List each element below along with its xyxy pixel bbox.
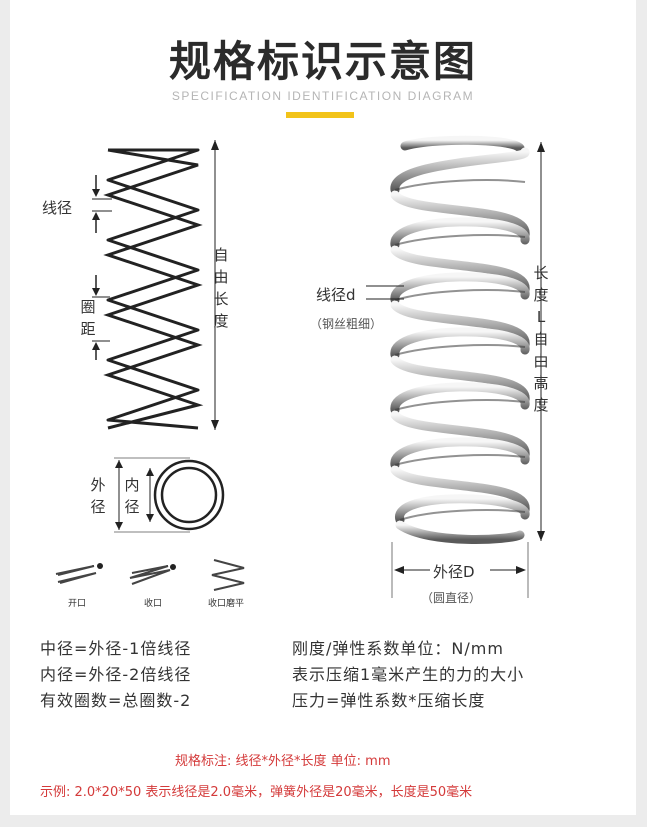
zigzag-spring [92, 140, 219, 430]
end-type-icons [55, 559, 245, 591]
formula-stiffness-meaning: 表示压缩1毫米产生的力的大小 [292, 665, 525, 684]
spec-page: 规格标识示意图 SPECIFICATION IDENTIFICATION DIA… [10, 0, 636, 815]
example-note: 示例: 2.0*20*50 表示线径是2.0毫米，弹簧外径是20毫米，长度是50… [40, 785, 473, 800]
formula-pressure: 压力=弹性系数*压缩长度 [292, 691, 486, 710]
formula-mid-diameter: 中径=外径-1倍线径 [40, 639, 192, 658]
spec-note: 规格标注: 线径*外径*长度 单位: mm [175, 754, 391, 769]
outer-label-right: 外径D [433, 563, 475, 581]
outer-note: （圆直径） [421, 591, 482, 605]
wire-label-right: 线径d [316, 286, 356, 304]
end-closed-label: 收口 [144, 599, 163, 609]
accent-bar [286, 112, 354, 118]
page-subtitle: SPECIFICATION IDENTIFICATION DIAGRAM [171, 89, 475, 103]
wire-label-left: 线径 [42, 199, 73, 217]
outer-label-left: 外径 [90, 476, 106, 516]
formulas-left: 中径=外径-1倍线径 内径=外径-2倍线径 有效圈数=总圈数-2 [40, 636, 191, 714]
formula-effective-coils: 有效圈数=总圈数-2 [40, 691, 192, 710]
ring-section [114, 457, 225, 533]
spring-photo [366, 135, 545, 598]
page-title: 规格标识示意图 [168, 37, 477, 86]
formulas-right: 刚度/弹性系数单位：N/mm 表示压缩1毫米产生的力的大小 压力=弹性系数*压缩… [292, 636, 524, 714]
free-length-label: 自由长度 [213, 246, 229, 330]
inner-label-left: 内径 [124, 476, 140, 516]
formula-inner-diameter: 内径=外径-2倍线径 [40, 665, 192, 684]
end-ground-label: 收口磨平 [208, 599, 245, 609]
end-open-label: 开口 [68, 599, 87, 609]
wire-note: （钢丝粗细） [310, 317, 383, 331]
formula-stiffness-unit: 刚度/弹性系数单位：N/mm [292, 639, 504, 658]
pitch-label: 圈距 [80, 298, 96, 338]
length-label: 长度L自由高度 [533, 264, 549, 414]
